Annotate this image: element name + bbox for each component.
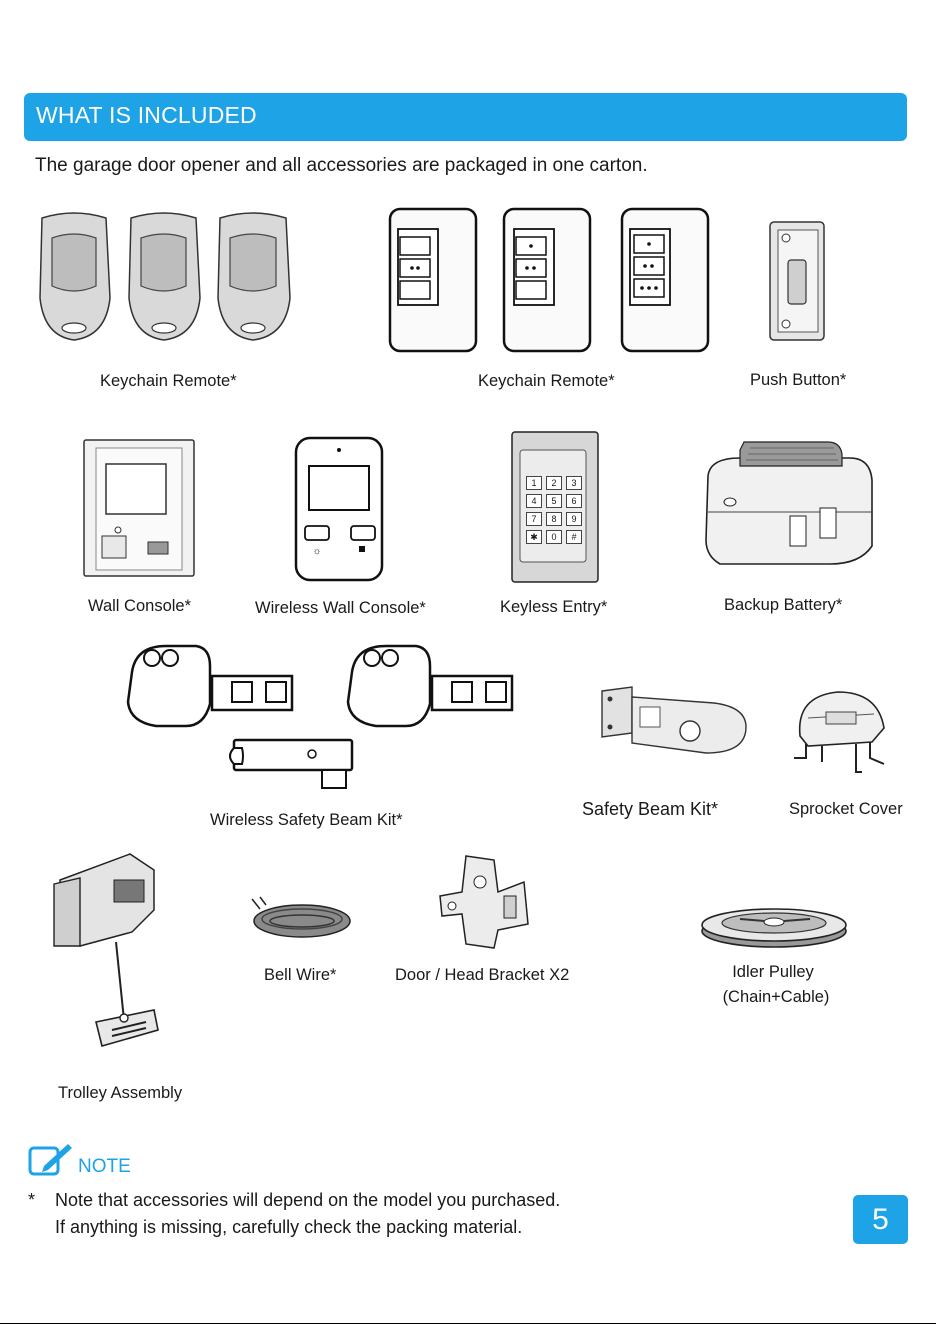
bell-wire-illustration [251, 896, 351, 938]
keypad-key: 1 [526, 476, 542, 490]
label-keychain-remote-b: Keychain Remote* [478, 372, 615, 390]
label-sprocket-cover: Sprocket Cover [789, 800, 903, 818]
note-marker: * [28, 1190, 36, 1210]
note-title: NOTE [78, 1156, 131, 1177]
label-keychain-remote-a: Keychain Remote* [100, 372, 237, 390]
keychain-remote-a-illustration [39, 212, 291, 341]
note-line-1: Note that accessories will depend on the… [55, 1190, 561, 1210]
section-title: WHAT IS INCLUDED [36, 102, 257, 128]
idler-pulley-illustration [701, 908, 847, 948]
note-line-2: If anything is missing, carefully check … [55, 1217, 523, 1237]
keypad-key: 8 [546, 512, 562, 526]
keypad-key: 6 [566, 494, 582, 508]
label-keyless-entry: Keyless Entry* [500, 598, 608, 616]
label-idler-pulley-sub: (Chain+Cable) [722, 988, 830, 1006]
label-backup-battery: Backup Battery* [724, 596, 843, 614]
pencil-note-icon [28, 1144, 72, 1176]
label-trolley-assembly: Trolley Assembly [58, 1084, 183, 1102]
keypad-grid: 1 2 3 4 5 6 7 8 9 ✱ 0 # [526, 476, 584, 544]
backup-battery-illustration [705, 441, 873, 565]
keypad-key: 3 [566, 476, 582, 490]
sprocket-cover-illustration [794, 691, 885, 773]
keypad-key: 4 [526, 494, 542, 508]
keypad-key: # [566, 530, 582, 544]
section-header-banner [24, 93, 907, 141]
svg-text:☼: ☼ [312, 546, 321, 557]
push-button-illustration [769, 221, 825, 341]
wall-console-illustration [83, 439, 195, 577]
label-push-button: Push Button* [750, 371, 847, 389]
keypad-key: ✱ [526, 530, 542, 544]
label-wireless-wall-console: Wireless Wall Console* [255, 599, 426, 617]
label-wall-console: Wall Console* [88, 597, 192, 615]
keypad-key: 7 [526, 512, 542, 526]
trolley-assembly-illustration [53, 853, 159, 1047]
label-wireless-safety-beam-kit: Wireless Safety Beam Kit* [210, 811, 403, 829]
door-head-bracket-illustration [439, 855, 529, 949]
intro-text: The garage door opener and all accessori… [35, 155, 648, 176]
keypad-key: 0 [546, 530, 562, 544]
page-number-badge: 5 [853, 1195, 908, 1244]
keypad-key: 5 [546, 494, 562, 508]
wireless-safety-beam-kit-illustration [126, 644, 514, 789]
label-door-head-bracket: Door / Head Bracket X2 [395, 966, 570, 984]
safety-beam-kit-illustration [601, 686, 747, 754]
label-bell-wire: Bell Wire* [264, 966, 337, 984]
keypad-key: 9 [566, 512, 582, 526]
keypad-key: 2 [546, 476, 562, 490]
label-idler-pulley: Idler Pulley [732, 963, 814, 981]
wireless-wall-console-illustration: ☼ [294, 436, 384, 582]
label-safety-beam-kit: Safety Beam Kit* [582, 799, 719, 819]
keychain-remote-b-illustration [388, 207, 710, 353]
